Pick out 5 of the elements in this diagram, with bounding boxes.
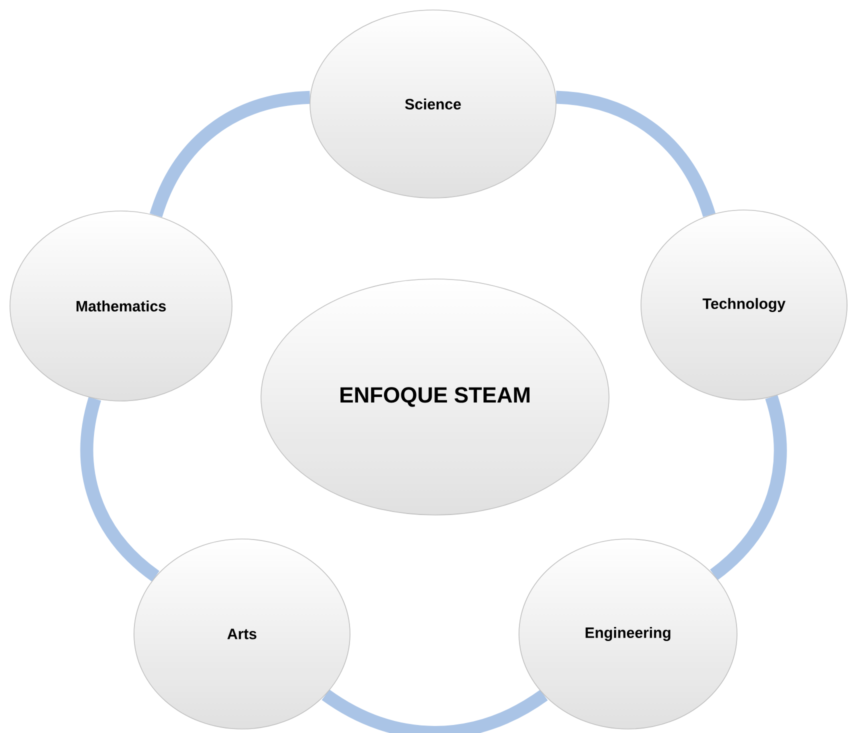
ring-segment: [80, 397, 160, 582]
ring-segment: [710, 395, 787, 580]
ring-segment: [322, 689, 548, 733]
ring-segment: [556, 90, 716, 218]
ring-segment: [150, 90, 310, 218]
